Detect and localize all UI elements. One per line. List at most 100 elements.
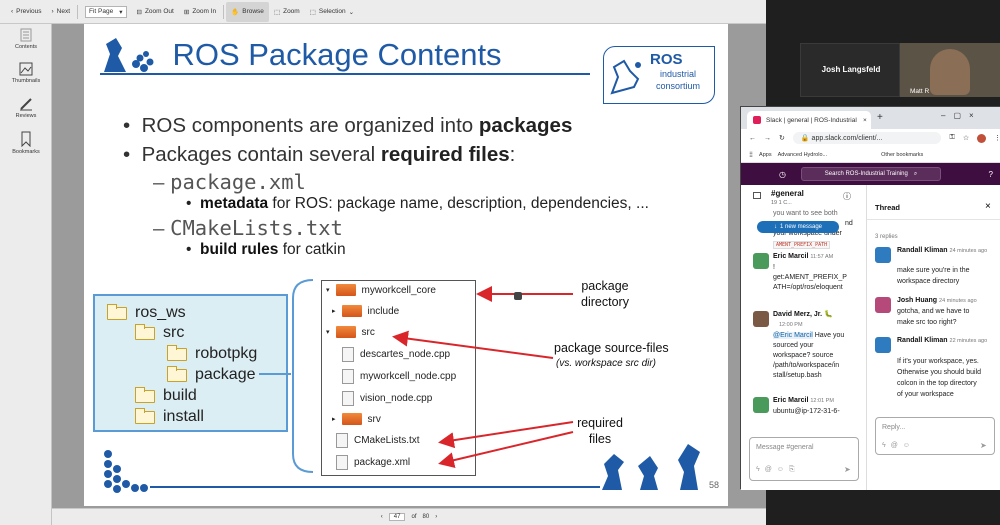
avatar[interactable] [753, 397, 769, 413]
chevron-right-icon[interactable]: › [435, 514, 438, 520]
file-icon [336, 433, 348, 448]
send-icon[interactable]: ➤ [980, 441, 987, 450]
tree-item-package-xml: package.xml [336, 455, 410, 470]
menu-icon[interactable]: ⋮ [994, 135, 1000, 142]
star-icon[interactable]: ☆ [962, 135, 970, 142]
help-icon[interactable]: ? [988, 169, 993, 179]
page-number-input[interactable]: 47 [388, 513, 406, 521]
viewer-toolbar: ‹Previous ›Next Fit Page▾ ⊟Zoom Out ⊞Zoo… [0, 0, 766, 24]
send-icon[interactable]: ➤ [844, 465, 851, 474]
video-tile-josh[interactable]: Josh Langsfeld [800, 43, 900, 97]
arrow-down-icon: ↓ [773, 224, 777, 230]
address-bar: ← → ↻ 🔒 app.slack.com/client/... ⚿ ☆ ⋮ [741, 129, 1000, 147]
channel-pane: #general 19 1 C... ⓘ you want to see bot… [741, 185, 867, 490]
folder-icon [166, 344, 187, 361]
avatar[interactable] [875, 247, 891, 263]
chevron-down-icon: ⌄ [348, 8, 355, 16]
file-icon [336, 455, 348, 470]
mention-link[interactable]: @Eric Marcil [773, 332, 813, 339]
sidebar-item-thumbnails[interactable]: Thumbnails [0, 62, 52, 84]
chevron-down-icon: ▾ [326, 287, 330, 294]
new-tab-button[interactable]: + [877, 112, 883, 123]
zoom-out-button[interactable]: ⊟Zoom Out [136, 8, 174, 16]
zoom-in-button[interactable]: ⊞Zoom In [183, 8, 217, 16]
reload-icon[interactable]: ↻ [779, 135, 785, 142]
close-icon[interactable]: × [863, 116, 867, 124]
selection-tool-button[interactable]: ⬚Selection⌄ [309, 8, 355, 16]
selection-icon: ⬚ [309, 8, 316, 16]
divider [867, 219, 1000, 220]
slack-favicon-icon [753, 116, 761, 124]
new-message-pill[interactable]: ↓1 new message [757, 221, 839, 233]
folder-build: build [134, 386, 197, 405]
sidebar-item-contents[interactable]: Contents [0, 28, 52, 50]
avatar[interactable] [753, 253, 769, 269]
annotation-source-note: (vs. workspace src dir) [556, 358, 657, 369]
tab-slack[interactable]: Slack | general | ROS-Industrial Tr × [747, 111, 871, 129]
viewer-sidebar: Contents Thumbnails Reviews Bookmarks [0, 24, 52, 525]
sidebar-toggle-icon[interactable] [753, 192, 761, 199]
browser-tab-bar: Slack | general | ROS-Industrial Tr × + … [741, 107, 1000, 129]
forward-icon[interactable]: → [764, 134, 771, 142]
hexagon-decoration [104, 450, 148, 493]
bookmark-advanced-hydrology[interactable]: Advanced Hydrolo... [777, 151, 828, 158]
next-button[interactable]: ›Next [51, 8, 71, 15]
folder-icon [341, 413, 362, 425]
annotation-package: package [581, 279, 629, 293]
avatar[interactable] [875, 297, 891, 313]
thread-title: Thread [875, 203, 901, 212]
chevron-left-icon: ‹ [11, 8, 14, 15]
folder-install: install [134, 407, 204, 426]
chevron-down-icon: ▾ [326, 329, 330, 336]
folder-icon [335, 284, 356, 296]
sidebar-item-reviews[interactable]: Reviews [0, 97, 52, 119]
video-tile-matt[interactable]: Matt R [900, 43, 1000, 97]
message-composer[interactable]: Message #general ϟ@☺⎘ ➤ [749, 437, 859, 481]
composer-toolbar-icons[interactable]: ϟ@☺ [882, 442, 915, 449]
emoji-icon: 🐛 [823, 311, 833, 318]
key-icon[interactable]: ⚿ [949, 134, 955, 141]
reply-composer[interactable]: Reply... ϟ@☺ ➤ [875, 417, 995, 455]
avatar[interactable] [875, 337, 891, 353]
avatar[interactable] [753, 311, 769, 327]
file-icon [342, 347, 354, 362]
apps-icon[interactable]: ⣿ [749, 151, 754, 158]
subitem-package-xml-detail: • metadata for ROS: package name, descri… [186, 195, 649, 212]
browse-button[interactable]: ✋Browse [226, 1, 269, 22]
channel-name[interactable]: #general [771, 189, 804, 198]
zoom-tool-button[interactable]: ⬚Zoom [273, 8, 300, 16]
zoom-mode-select[interactable]: Fit Page▾ [80, 2, 131, 22]
chevron-right-icon: ▸ [332, 416, 336, 423]
folder-icon [134, 407, 155, 424]
tree-item-include: ▸include [332, 305, 400, 317]
bracket-connector [259, 279, 314, 473]
robot-arm-icon [610, 59, 641, 95]
info-icon[interactable]: ⓘ [843, 192, 851, 201]
url-field[interactable]: 🔒 app.slack.com/client/... [792, 132, 942, 144]
slack-search[interactable]: Search ROS-Industrial Training⌕ [801, 167, 941, 181]
folder-icon [106, 303, 127, 320]
folder-robotpkg: robotpkg [166, 344, 257, 363]
sidebar-item-bookmarks[interactable]: Bookmarks [0, 131, 52, 155]
back-icon[interactable]: ← [749, 134, 756, 142]
bookmark-other[interactable]: Other bookmarks [881, 151, 924, 158]
reviews-icon [20, 98, 32, 111]
window-controls[interactable]: –▢× [941, 111, 982, 120]
annotation-arrows [392, 286, 574, 469]
previous-button[interactable]: ‹Previous [11, 8, 42, 15]
tree-item-myworkcell-core: ▾myworkcell_core [326, 284, 436, 296]
folder-src: src [134, 323, 184, 342]
zoom-region-icon: ⬚ [273, 8, 281, 16]
chevron-right-icon: › [51, 8, 54, 15]
annotation-directory: directory [581, 295, 629, 309]
profile-icon[interactable] [977, 133, 986, 143]
composer-toolbar-icons[interactable]: ϟ@☺⎘ [756, 466, 800, 473]
thread-pane: Thread × 3 replies Randall Kliman 24 min… [867, 185, 1000, 490]
zoom-out-icon: ⊟ [136, 8, 142, 16]
footer-line [150, 486, 600, 488]
close-icon[interactable]: × [985, 201, 991, 212]
zoom-in-icon: ⊞ [183, 8, 190, 16]
cursor-icon [514, 292, 522, 300]
history-icon[interactable]: ◷ [779, 169, 786, 179]
chevron-left-icon[interactable]: ‹ [380, 514, 383, 520]
